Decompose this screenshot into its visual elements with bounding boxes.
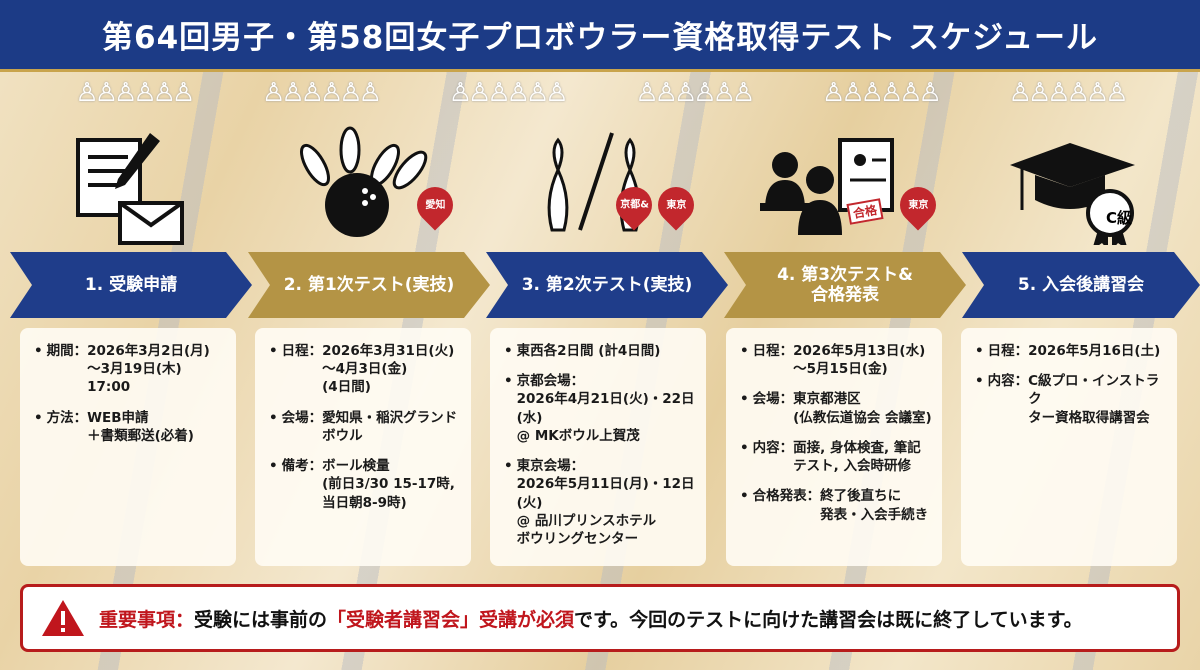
- detail-value: 2026年5月16日(土): [1028, 343, 1161, 359]
- bullet: •: [504, 373, 513, 390]
- detail-item: •期間：2026年3月2日(月) ～3月19日(木) 17:00: [34, 342, 226, 397]
- detail-item: •会場：愛知県・稲沢グランド ボウル: [269, 409, 461, 445]
- step-4-details-card: •日程：2026年5月13日(水) ～5月15日(金)•会場：東京都港区 (仏教…: [726, 328, 942, 566]
- bullet: •: [740, 391, 749, 408]
- detail-label: 内容：: [752, 439, 794, 456]
- step-1-details-card: •期間：2026年3月2日(月) ～3月19日(木) 17:00•方法：WEB申…: [20, 328, 236, 566]
- bowling-ball-pins-icon: 愛知: [295, 125, 495, 245]
- bullet: •: [269, 458, 278, 475]
- detail-item: •日程：2026年3月31日(火) ～4月3日(金) (4日間): [269, 342, 461, 397]
- bullet: •: [975, 343, 984, 359]
- detail-item: •東京会場： 2026年5月11日(月)・12日(火) @ 品川プリンスホテル …: [504, 457, 696, 548]
- pins-icon: ♙♙♙♙♙♙: [262, 78, 382, 108]
- detail-item: •内容：C級プロ・インストラク ター資格取得講習会: [975, 372, 1167, 427]
- interview-certificate-icon: 合格 東京: [760, 125, 960, 245]
- pins-slash-icon: 京都& 東京: [530, 125, 730, 245]
- detail-label: 期間：: [46, 343, 88, 359]
- step-5-details-card: •日程：2026年5月16日(土)•内容：C級プロ・インストラク ター資格取得講…: [961, 328, 1177, 566]
- detail-value: C級プロ・インストラク ター資格取得講習会: [1028, 373, 1160, 426]
- detail-item: •日程：2026年5月13日(水) ～5月15日(金): [740, 342, 932, 378]
- bullet: •: [740, 439, 749, 456]
- detail-item: •東西各2日間 (計4日間): [504, 342, 696, 360]
- bullet: •: [740, 343, 749, 359]
- detail-item: •内容：面接, 身体検査, 筆記 テスト, 入会時研修: [740, 439, 932, 475]
- bullet: •: [740, 488, 749, 505]
- notice-text: 受験には事前の: [194, 608, 328, 631]
- step-2-arrow: 2. 第1次テスト(実技): [248, 252, 490, 318]
- bullet: •: [975, 373, 984, 390]
- step-1-arrow: 1. 受験申請: [10, 252, 252, 318]
- graduation-cap-icon: C級: [1010, 125, 1200, 250]
- step-4-arrow: 4. 第3次テスト& 合格発表: [724, 252, 966, 318]
- header-banner: 第64回男子・第58回女子プロボウラー資格取得テスト スケジュール: [0, 0, 1200, 72]
- pins-icon: ♙♙♙♙♙♙: [822, 78, 942, 108]
- detail-item: •方法：WEB申請 ＋書類郵送(必着): [34, 409, 226, 445]
- detail-item: •日程：2026年5月16日(土): [975, 342, 1167, 360]
- bullet: •: [504, 343, 513, 359]
- step-3-details-card: •東西各2日間 (計4日間)•京都会場： 2026年4月21日(火)・22日(水…: [490, 328, 706, 566]
- notice-label: 重要事項：: [99, 608, 195, 631]
- step-2-details-card: •日程：2026年3月31日(火) ～4月3日(金) (4日間)•会場：愛知県・…: [255, 328, 471, 566]
- detail-item: •会場：東京都港区 (仏教伝道協会 会議室): [740, 390, 932, 426]
- detail-value: 2026年5月13日(水) ～5月15日(金): [793, 343, 926, 378]
- bullet: •: [34, 409, 43, 426]
- detail-item: •合格発表：終了後直ちに 発表・入会手続き: [740, 487, 932, 523]
- detail-item: •京都会場： 2026年4月21日(火)・22日(水) @ MKボウル上賀茂: [504, 372, 696, 445]
- pins-icon: ♙♙♙♙♙♙: [75, 78, 195, 108]
- detail-label: 日程：: [752, 343, 794, 359]
- step-5-arrow: 5. 入会後講習会: [962, 252, 1200, 318]
- bullet: •: [34, 343, 43, 359]
- bowling-pins-decoration: ♙♙♙♙♙♙ ♙♙♙♙♙♙ ♙♙♙♙♙♙ ♙♙♙♙♙♙ ♙♙♙♙♙♙ ♙♙♙♙♙…: [0, 78, 1200, 122]
- warning-icon: [41, 598, 85, 638]
- detail-item: •備考：ボール検量 (前日3/30 15-17時, 当日朝8-9時): [269, 457, 461, 512]
- page-title: 第64回男子・第58回女子プロボウラー資格取得テスト スケジュール: [102, 20, 1098, 56]
- bullet: •: [269, 343, 278, 359]
- detail-value: 2026年3月2日(月) ～3月19日(木) 17:00: [87, 343, 210, 396]
- detail-value: 東西各2日間 (計4日間): [516, 343, 661, 359]
- detail-value: 東京会場： 2026年5月11日(月)・12日(火) @ 品川プリンスホテル ボ…: [516, 458, 695, 547]
- bullet: •: [504, 458, 513, 475]
- detail-value: ボール検量 (前日3/30 15-17時, 当日朝8-9時): [322, 458, 455, 511]
- c-class-badge: C級: [1106, 209, 1133, 227]
- detail-value: 京都会場： 2026年4月21日(火)・22日(水) @ MKボウル上賀茂: [516, 373, 695, 444]
- detail-value: 東京都港区 (仏教伝道協会 会議室): [793, 391, 932, 426]
- notice-text-end: です。今回のテストに向けた講習会は既に終了しています。: [574, 608, 1083, 631]
- detail-label: 方法：: [46, 409, 88, 426]
- pins-icon: ♙♙♙♙♙♙: [448, 78, 569, 108]
- detail-label: 日程：: [987, 343, 1029, 359]
- detail-label: 日程：: [281, 343, 323, 359]
- pins-icon: ♙♙♙♙♙♙: [635, 78, 755, 108]
- process-flow: 1. 受験申請 2. 第1次テスト(実技) 3. 第2次テスト(実技) 4. 第…: [10, 252, 1200, 318]
- detail-value: WEB申請 ＋書類郵送(必着): [87, 409, 194, 444]
- detail-value: 終了後直ちに 発表・入会手続き: [820, 488, 929, 523]
- application-document-icon: [60, 125, 260, 245]
- detail-label: 会場：: [281, 409, 323, 426]
- detail-label: 内容：: [987, 373, 1029, 390]
- step-3-arrow: 3. 第2次テスト(実技): [486, 252, 728, 318]
- bullet: •: [269, 409, 278, 426]
- pins-icon: ♙♙♙♙♙♙: [1008, 78, 1129, 108]
- detail-label: 備考：: [281, 458, 323, 475]
- detail-value: 愛知県・稲沢グランド ボウル: [322, 409, 458, 444]
- detail-value: 面接, 身体検査, 筆記 テスト, 入会時研修: [793, 439, 921, 475]
- detail-label: 会場：: [752, 391, 794, 408]
- detail-label: 合格発表：: [752, 488, 821, 505]
- important-notice: 重要事項： 受験には事前の 「受験者講習会」受講が必須 です。今回のテストに向け…: [20, 584, 1180, 652]
- notice-highlight: 「受験者講習会」受講が必須: [327, 608, 575, 631]
- detail-value: 2026年3月31日(火) ～4月3日(金) (4日間): [322, 343, 455, 396]
